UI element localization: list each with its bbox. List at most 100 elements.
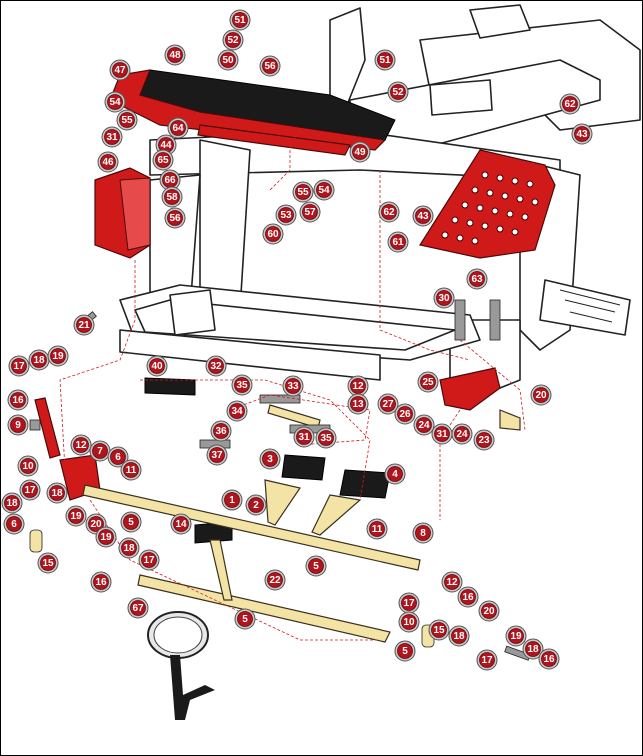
callout-37: 37 [206, 444, 228, 466]
callout-label: 19 [510, 631, 522, 642]
callout-label: 20 [90, 519, 102, 530]
callout-label: 65 [157, 155, 169, 166]
callout-12: 12 [70, 434, 92, 456]
callout-label: 54 [109, 97, 121, 108]
callout-16: 16 [7, 389, 29, 411]
callout-label: 66 [164, 175, 176, 186]
side-bracket [94, 167, 151, 259]
callout-label: 17 [143, 555, 155, 566]
callout-35: 35 [315, 427, 337, 449]
callout-label: 21 [78, 320, 90, 331]
callout-13: 13 [347, 393, 369, 415]
callout-label: 20 [535, 390, 547, 401]
bumper-assembly [119, 284, 481, 381]
callout-label: 27 [382, 399, 394, 410]
callout-12: 12 [347, 375, 369, 397]
callout-10: 10 [398, 611, 420, 633]
callout-56: 56 [164, 207, 186, 229]
callout-label: 16 [12, 395, 24, 406]
callout-label: 7 [97, 446, 103, 457]
callout-label: 10 [403, 617, 415, 628]
callout-label: 12 [446, 577, 458, 588]
callout-62: 62 [559, 93, 581, 115]
callout-label: 8 [420, 528, 426, 539]
callout-31: 31 [101, 126, 123, 148]
callout-2: 2 [245, 494, 267, 516]
callout-11: 11 [120, 459, 142, 481]
callout-label: 18 [51, 488, 63, 499]
callout-22: 22 [264, 569, 286, 591]
callout-label: 47 [114, 65, 126, 76]
callout-34: 34 [226, 400, 248, 422]
callout-label: 5 [242, 614, 248, 625]
callout-label: 16 [543, 654, 555, 665]
callout-27: 27 [377, 393, 399, 415]
chassis-frame [149, 4, 641, 401]
callout-17: 17 [8, 355, 30, 377]
callout-5: 5 [120, 511, 142, 533]
callout-label: 18 [123, 543, 135, 554]
callout-label: 18 [527, 644, 539, 655]
callout-25: 25 [417, 371, 439, 393]
callout-12: 12 [441, 571, 463, 593]
callout-15: 15 [428, 619, 450, 641]
callout-5: 5 [234, 608, 256, 630]
callout-6: 6 [107, 446, 129, 468]
callout-label: 11 [372, 524, 383, 535]
callout-label: 19 [70, 511, 82, 522]
callout-label: 19 [52, 351, 64, 362]
callout-label: 1 [229, 495, 235, 506]
callout-43: 43 [571, 123, 593, 145]
callout-17: 17 [398, 592, 420, 614]
callout-23: 23 [473, 429, 495, 451]
callout-label: 24 [456, 429, 468, 440]
callout-10: 10 [17, 455, 39, 477]
callout-label: 43 [576, 129, 588, 140]
callout-label: 17 [403, 598, 415, 609]
callout-35: 35 [231, 374, 253, 396]
callout-24: 24 [413, 414, 435, 436]
callout-16: 16 [90, 571, 112, 593]
callout-18: 18 [522, 638, 544, 660]
callout-17: 17 [476, 649, 498, 671]
callout-32: 32 [205, 355, 227, 377]
callout-label: 3 [267, 454, 273, 465]
callout-label: 6 [115, 452, 121, 463]
callout-31: 31 [293, 426, 315, 448]
callout-54: 54 [104, 91, 126, 113]
callout-label: 24 [418, 420, 430, 431]
callout-6: 6 [3, 513, 25, 535]
callout-40: 40 [146, 355, 168, 377]
callout-label: 64 [172, 123, 184, 134]
callout-58: 58 [161, 186, 183, 208]
callout-label: 18 [6, 498, 18, 509]
callout-36: 36 [210, 420, 232, 442]
callout-16: 16 [457, 586, 479, 608]
callout-7: 7 [89, 440, 111, 462]
callout-label: 17 [481, 655, 493, 666]
callout-label: 52 [392, 87, 404, 98]
callout-label: 10 [22, 461, 34, 472]
pads-and-pedals [144, 377, 391, 544]
callout-18: 18 [46, 482, 68, 504]
pedal-shaft [82, 404, 521, 643]
callout-60: 60 [262, 223, 284, 245]
callout-11: 11 [366, 518, 388, 540]
callout-label: 37 [211, 450, 223, 461]
callout-label: 62 [564, 99, 576, 110]
callout-label: 56 [169, 213, 181, 224]
callout-label: 30 [438, 293, 450, 304]
callout-67: 67 [127, 597, 149, 619]
callout-51: 51 [374, 49, 396, 71]
callout-label: 23 [478, 435, 490, 446]
callout-label: 2 [253, 500, 259, 511]
callout-label: 5 [402, 646, 408, 657]
callout-1: 1 [221, 489, 243, 511]
callout-50: 50 [217, 49, 239, 71]
callout-52: 52 [222, 29, 244, 51]
callout-19: 19 [95, 526, 117, 548]
callout-label: 12 [352, 381, 364, 392]
callout-label: 22 [269, 575, 281, 586]
callout-20: 20 [478, 600, 500, 622]
